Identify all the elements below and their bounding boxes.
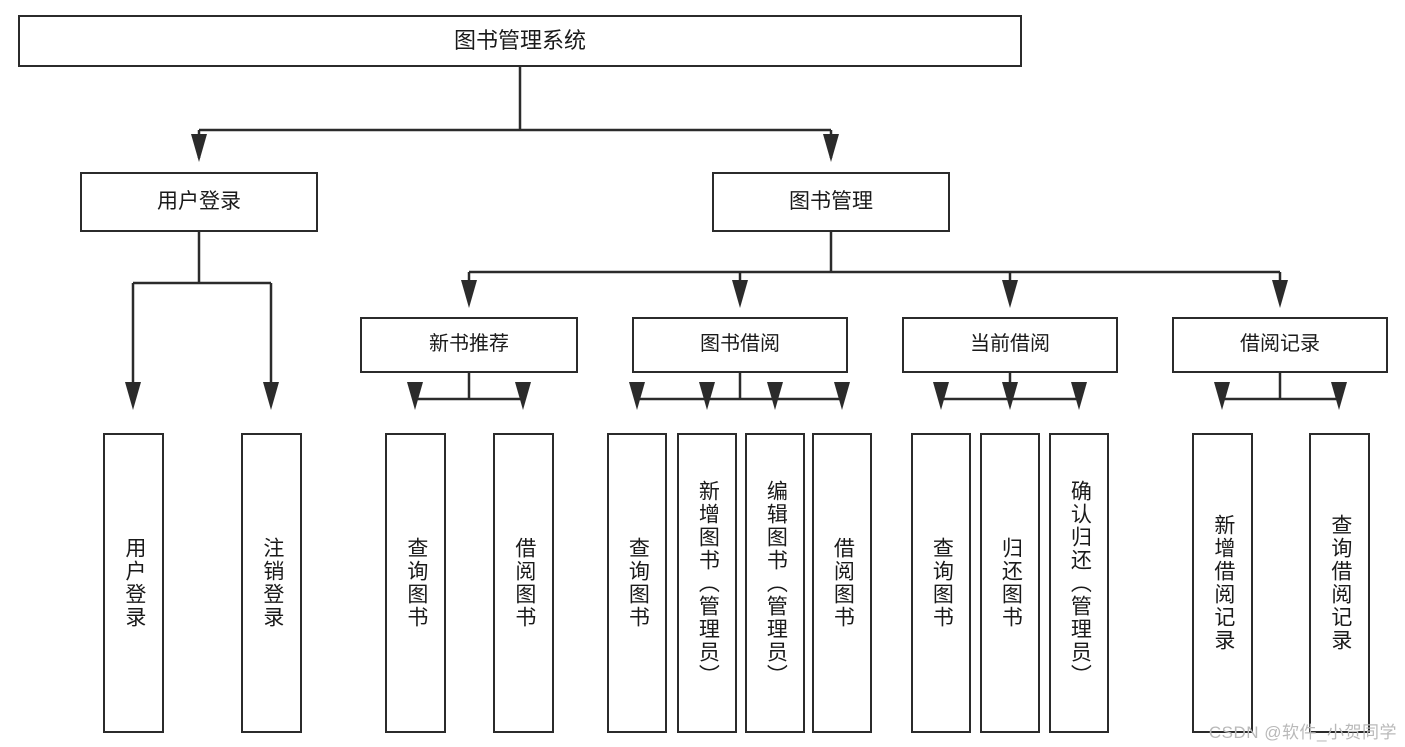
node-current-borrow[interactable]: 当前借阅 <box>902 317 1118 373</box>
leaf-new-book-borrow-book[interactable]: 借阅图书 <box>493 433 554 733</box>
node-label: 借阅图书 <box>831 537 855 629</box>
node-label: 新书推荐 <box>429 333 509 356</box>
leaf-new-book-query-book[interactable]: 查询图书 <box>385 433 446 733</box>
leaf-book-borrow-add-book-admin[interactable]: 新增图书（管理员） <box>677 433 737 733</box>
arrowhead-leaf-b2 <box>699 382 715 410</box>
node-label: 借阅图书 <box>512 537 536 629</box>
node-label: 图书管理 <box>789 189 873 213</box>
leaf-current-borrow-return-book[interactable]: 归还图书 <box>980 433 1040 733</box>
node-label: 用户登录 <box>157 189 241 213</box>
arrowhead-leaf-b1 <box>629 382 645 410</box>
leaf-current-borrow-confirm-return-admin[interactable]: 确认归还（管理员） <box>1049 433 1109 733</box>
node-borrow-record[interactable]: 借阅记录 <box>1172 317 1388 373</box>
node-label: 查询借阅记录 <box>1328 514 1352 652</box>
leaf-borrow-record-add-record[interactable]: 新增借阅记录 <box>1192 433 1253 733</box>
arrowhead-leaf-c2 <box>1002 382 1018 410</box>
arrowhead-leaf-c3 <box>1071 382 1087 410</box>
leaf-book-borrow-edit-book-admin[interactable]: 编辑图书（管理员） <box>745 433 805 733</box>
arrowhead-leaf-r2 <box>1331 382 1347 410</box>
node-label: 归还图书 <box>999 537 1023 629</box>
arrowhead-leaf-c1 <box>933 382 949 410</box>
node-label: 借阅记录 <box>1240 333 1320 356</box>
node-label: 编辑图书（管理员） <box>764 479 788 687</box>
arrowhead-leaf-b3 <box>767 382 783 410</box>
node-root-system[interactable]: 图书管理系统 <box>18 15 1022 67</box>
arrowhead-user-login <box>191 134 207 162</box>
watermark-text: CSDN @软件_小贺同学 <box>1208 723 1397 742</box>
leaf-book-borrow-query-book[interactable]: 查询图书 <box>607 433 667 733</box>
leaf-user-login-login[interactable]: 用户登录 <box>103 433 164 733</box>
arrowhead-book-mgmt <box>823 134 839 162</box>
node-label: 新增图书（管理员） <box>696 479 720 687</box>
node-label: 确认归还（管理员） <box>1068 479 1092 687</box>
node-book-management[interactable]: 图书管理 <box>712 172 950 232</box>
node-label: 图书借阅 <box>700 333 780 356</box>
node-label: 注销登录 <box>260 537 284 629</box>
leaf-user-login-logout[interactable]: 注销登录 <box>241 433 302 733</box>
arrowhead-current <box>1002 280 1018 308</box>
node-new-book-recommend[interactable]: 新书推荐 <box>360 317 578 373</box>
node-label: 查询图书 <box>626 537 650 629</box>
arrowhead-leaf-u2 <box>263 382 279 410</box>
node-label: 用户登录 <box>122 537 146 629</box>
leaf-book-borrow-borrow-book[interactable]: 借阅图书 <box>812 433 872 733</box>
node-label: 新增借阅记录 <box>1211 514 1235 652</box>
node-label: 查询图书 <box>404 537 428 629</box>
arrowhead-leaf-u1 <box>125 382 141 410</box>
leaf-borrow-record-query-record[interactable]: 查询借阅记录 <box>1309 433 1370 733</box>
arrowhead-record <box>1272 280 1288 308</box>
node-label: 查询图书 <box>930 537 954 629</box>
leaf-current-borrow-query-book[interactable]: 查询图书 <box>911 433 971 733</box>
arrowhead-leaf-n1 <box>407 382 423 410</box>
node-user-login[interactable]: 用户登录 <box>80 172 318 232</box>
node-book-borrow[interactable]: 图书借阅 <box>632 317 848 373</box>
arrowhead-leaf-b4 <box>834 382 850 410</box>
node-label: 当前借阅 <box>970 333 1050 356</box>
arrowhead-borrow <box>732 280 748 308</box>
arrowhead-leaf-n2 <box>515 382 531 410</box>
arrowhead-newbook <box>461 280 477 308</box>
node-label: 图书管理系统 <box>453 28 586 54</box>
arrowhead-leaf-r1 <box>1214 382 1230 410</box>
